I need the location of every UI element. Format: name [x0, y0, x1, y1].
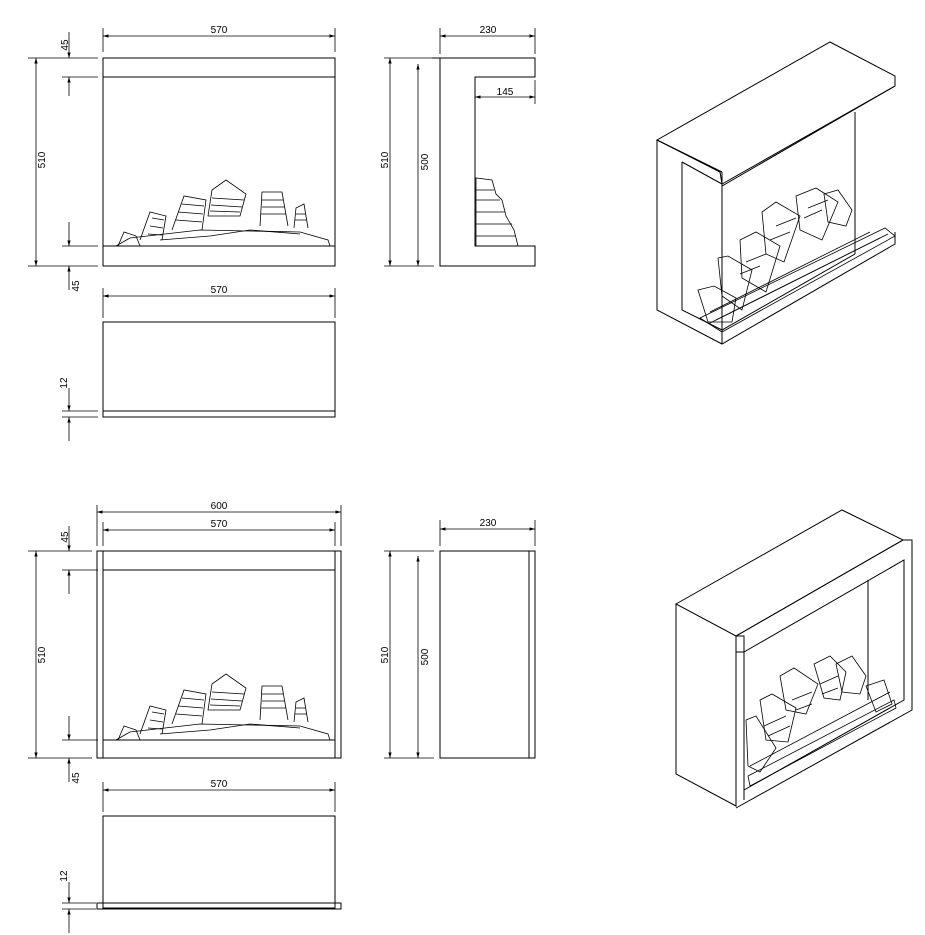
- v2-front-outer-width-label: 600: [211, 501, 228, 512]
- v2-bottom-label: 45: [71, 772, 82, 784]
- v1-base-width-label: 570: [211, 285, 228, 296]
- view2-base: 570 12: [59, 779, 342, 933]
- v1-side-inner-label: 145: [497, 87, 514, 98]
- v1-base-thickness-label: 12: [59, 377, 70, 389]
- v2-base-thickness-label: 12: [59, 870, 70, 882]
- view2-isometric: [674, 509, 913, 809]
- v2-side-depth-label: 230: [480, 518, 497, 529]
- v2-front-width-label: 570: [211, 519, 228, 530]
- v2-base-width-label: 570: [211, 779, 228, 790]
- v1-side-height-label: 510: [380, 151, 391, 168]
- v2-side-inner-height-label: 500: [420, 648, 431, 665]
- view1-isometric: [655, 41, 896, 345]
- view1-base: 570 12: [59, 285, 336, 441]
- v1-side-depth-label: 230: [480, 25, 497, 36]
- view2-front: 600 570 510 45 45: [28, 501, 342, 784]
- v2-height-label: 510: [37, 646, 48, 663]
- v1-side-inner-height-label: 500: [420, 153, 431, 170]
- view2-side: 230 510 500: [380, 518, 536, 759]
- v1-height-label: 510: [37, 151, 48, 168]
- v1-front-width-label: 570: [211, 25, 228, 36]
- v2-top-label: 45: [60, 531, 71, 543]
- v1-bottom-label: 45: [71, 280, 82, 292]
- view1-side: 230 145 510 500: [380, 25, 536, 267]
- v2-side-height-label: 510: [380, 646, 391, 663]
- view1-front: 570 510 45 45: [28, 25, 336, 292]
- v1-top-label: 45: [60, 39, 71, 51]
